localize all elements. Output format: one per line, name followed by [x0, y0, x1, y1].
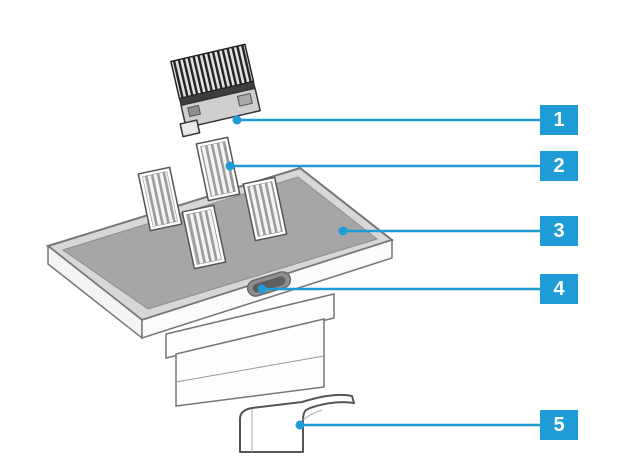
cartridge-detail-right — [236, 92, 253, 107]
filter-block — [195, 136, 241, 202]
callout-dot-4 — [257, 284, 267, 294]
callout-label-4: 4 — [540, 274, 578, 304]
callout-dot-2 — [225, 161, 235, 171]
callout-label-2: 2 — [540, 151, 578, 181]
table-illustration — [45, 166, 395, 407]
callout-label-3: 3 — [540, 216, 578, 246]
callout-dot-1 — [232, 115, 242, 125]
callout-label-5: 5 — [540, 410, 578, 440]
callout-dot-5 — [295, 420, 305, 430]
cartridge-latch — [179, 119, 201, 138]
filter-block — [137, 166, 183, 232]
filter-block — [242, 176, 288, 242]
filter-blocks-illustration — [137, 136, 288, 270]
table-base-lower — [175, 318, 325, 407]
callout-leaders — [225, 115, 540, 430]
callout-dot-3 — [338, 226, 348, 236]
table-base-seam — [175, 355, 325, 383]
cartridge-illustration — [170, 43, 261, 138]
bracket-curve-line — [302, 409, 323, 421]
filter-block — [181, 204, 227, 270]
cartridge-detail-left — [187, 104, 201, 118]
table-base-upper — [165, 293, 335, 359]
callout-label-1: 1 — [540, 105, 578, 135]
